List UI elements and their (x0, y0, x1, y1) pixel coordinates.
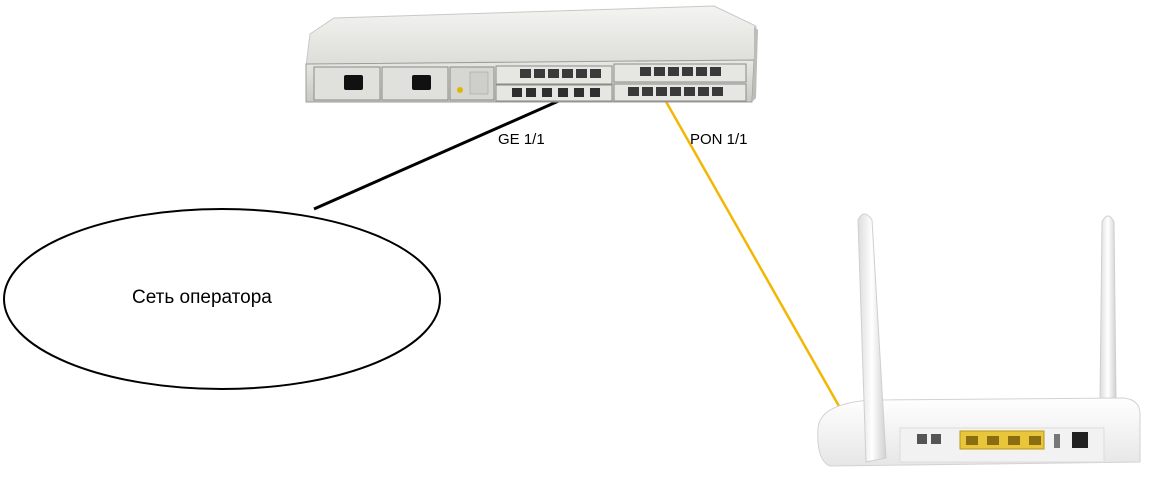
ge-port-label: GE 1/1 (498, 131, 545, 148)
pon-link (658, 90, 850, 423)
pon-port-label: PON 1/1 (690, 131, 748, 148)
olt-chassis-icon (305, 5, 758, 103)
ont-router-icon (817, 213, 1141, 467)
ge-link (313, 86, 589, 211)
operator-network-cloud (3, 208, 441, 390)
operator-network-label: Сеть оператора (132, 287, 272, 308)
